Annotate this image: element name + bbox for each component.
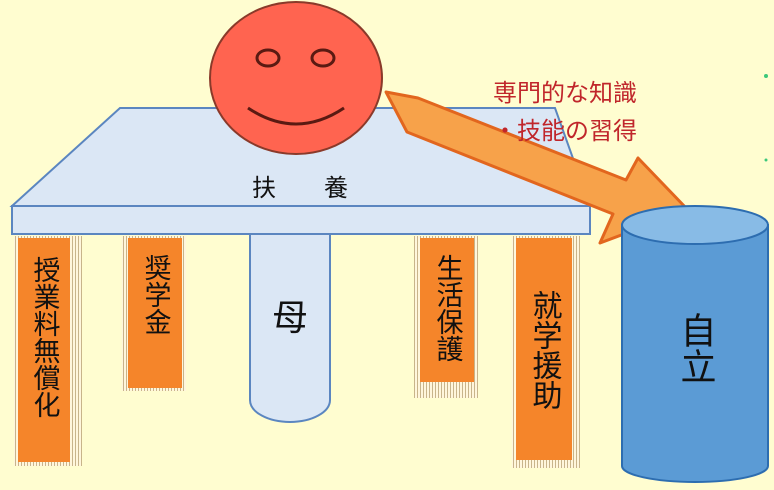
pillar-tuition: 授業料無償化 — [14, 236, 82, 466]
goal-cylinder: 自立 — [621, 205, 769, 483]
pillar-tuition-label: 授業料無償化 — [29, 256, 61, 418]
table-label: 扶 養 — [252, 174, 348, 202]
goal-label: 自立 — [675, 312, 716, 384]
pillar-welfare-label: 生活保護 — [432, 254, 464, 362]
left-eye-icon — [255, 48, 281, 68]
smiley-face — [209, 1, 383, 155]
arrow-caption-line1: 専門的な知識 — [493, 79, 637, 107]
pillar-mother: 母 — [249, 233, 331, 423]
pillar-scholarship: 奨学金 — [122, 236, 186, 391]
pillar-welfare: 生活保護 — [414, 236, 478, 398]
arrow-caption-line2: ・技能の習得 — [493, 117, 637, 145]
pillar-scholarship-label: 奨学金 — [140, 254, 172, 335]
pillar-employment-label: 就学援助 — [527, 290, 563, 410]
arrow-caption: 専門的な知識 ・技能の習得 — [493, 79, 637, 145]
pillar-employment: 就学援助 — [512, 236, 580, 468]
pillar-mother-label: 母 — [272, 298, 308, 339]
smile-icon — [247, 106, 345, 126]
right-eye-icon — [310, 48, 336, 68]
